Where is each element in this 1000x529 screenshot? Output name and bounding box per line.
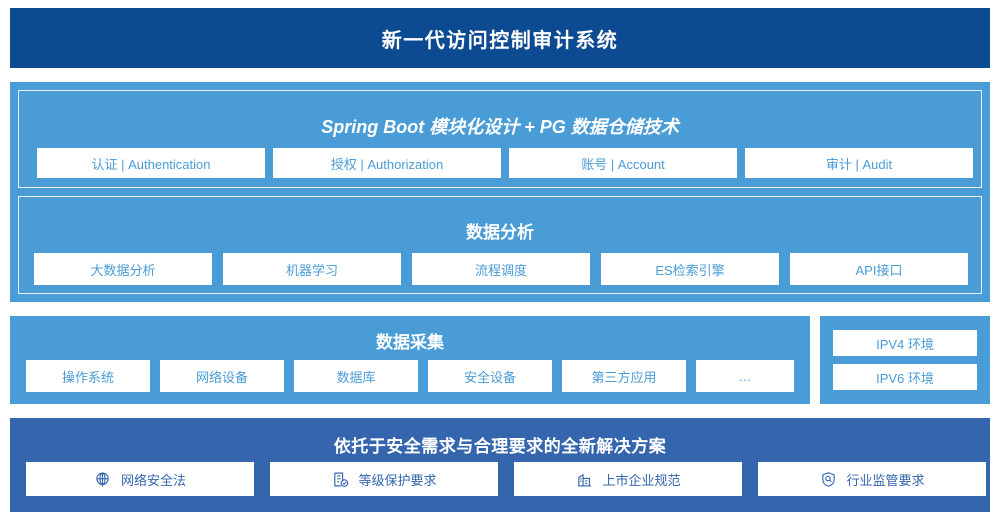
spring-boot-group-title: Spring Boot 模块化设计 + PG 数据仓储技术 <box>321 117 679 137</box>
chip-label: 大数据分析 <box>90 262 156 278</box>
chip-label: 网络设备 <box>195 369 248 385</box>
data-collection-panel: 数据采集 操作系统 网络设备 数据库 安全设备 第三方应用 … <box>10 316 810 404</box>
chip-ipv6-environment[interactable]: IPV6 环境 <box>833 364 977 390</box>
chip-label: 授权 | Authorization <box>330 156 444 172</box>
chip-database[interactable]: 数据库 <box>294 360 418 392</box>
chip-machine-learning[interactable]: 机器学习 <box>223 253 401 285</box>
chip-listed-enterprise-standard[interactable]: 上市企业规范 <box>514 462 742 496</box>
chip-label: … <box>738 368 752 384</box>
chip-industry-supervision[interactable]: 行业监管要求 <box>758 462 986 496</box>
spring-boot-group: Spring Boot 模块化设计 + PG 数据仓储技术 认证 | Authe… <box>18 90 982 188</box>
chip-authentication[interactable]: 认证 | Authentication <box>37 148 265 178</box>
data-analysis-group: 数据分析 大数据分析 机器学习 流程调度 ES检索引擎 API接口 <box>18 196 982 294</box>
chip-label: 第三方应用 <box>591 369 657 385</box>
chip-label: 机器学习 <box>285 262 338 278</box>
chip-network-device[interactable]: 网络设备 <box>160 360 284 392</box>
chip-label: ES检索引擎 <box>655 262 725 278</box>
document-check-icon <box>331 470 349 488</box>
bank-building-icon <box>575 470 593 488</box>
chip-authorization[interactable]: 授权 | Authorization <box>273 148 501 178</box>
chip-label: 认证 | Authentication <box>91 156 211 172</box>
environment-panel: IPV4 环境 IPV6 环境 <box>820 316 990 404</box>
solution-panel: 依托于安全需求与合理要求的全新解决方案 网络安全法 <box>10 418 990 512</box>
page-title: 新一代访问控制审计系统 <box>381 29 619 52</box>
chip-label: 数据库 <box>336 369 376 385</box>
chip-label: 安全设备 <box>463 369 516 385</box>
chip-es-search-engine[interactable]: ES检索引擎 <box>601 253 779 285</box>
chip-label: 网络安全法 <box>120 472 186 488</box>
chip-big-data-analysis[interactable]: 大数据分析 <box>34 253 212 285</box>
chip-cybersecurity-law[interactable]: 网络安全法 <box>26 462 254 496</box>
chip-label: 流程调度 <box>474 262 527 278</box>
chip-security-device[interactable]: 安全设备 <box>428 360 552 392</box>
chip-label: IPV6 环境 <box>876 370 934 386</box>
chip-ipv4-environment[interactable]: IPV4 环境 <box>833 330 977 356</box>
header-banner: 新一代访问控制审计系统 <box>10 8 990 68</box>
chip-account[interactable]: 账号 | Account <box>509 148 737 178</box>
shield-search-icon <box>819 470 837 488</box>
chip-label: IPV4 环境 <box>876 336 934 352</box>
chip-classified-protection[interactable]: 等级保护要求 <box>270 462 498 496</box>
chip-label: 上市企业规范 <box>602 472 681 488</box>
data-analysis-group-title: 数据分析 <box>466 223 534 242</box>
chip-label: 等级保护要求 <box>358 472 437 488</box>
chip-third-party-application[interactable]: 第三方应用 <box>562 360 686 392</box>
chip-label: 行业监管要求 <box>846 472 925 488</box>
chip-more-ellipsis[interactable]: … <box>696 360 794 392</box>
chip-process-scheduling[interactable]: 流程调度 <box>412 253 590 285</box>
core-platform-panel: Spring Boot 模块化设计 + PG 数据仓储技术 认证 | Authe… <box>10 82 990 302</box>
chip-api-interface[interactable]: API接口 <box>790 253 968 285</box>
chip-label: 账号 | Account <box>581 156 665 172</box>
chip-operating-system[interactable]: 操作系统 <box>26 360 150 392</box>
data-collection-title: 数据采集 <box>376 333 444 352</box>
solution-title: 依托于安全需求与合理要求的全新解决方案 <box>333 437 667 456</box>
chip-label: API接口 <box>855 262 903 278</box>
chip-label: 审计 | Audit <box>825 156 893 172</box>
chip-audit[interactable]: 审计 | Audit <box>745 148 973 178</box>
globe-icon <box>94 470 112 488</box>
chip-label: 操作系统 <box>61 369 114 385</box>
